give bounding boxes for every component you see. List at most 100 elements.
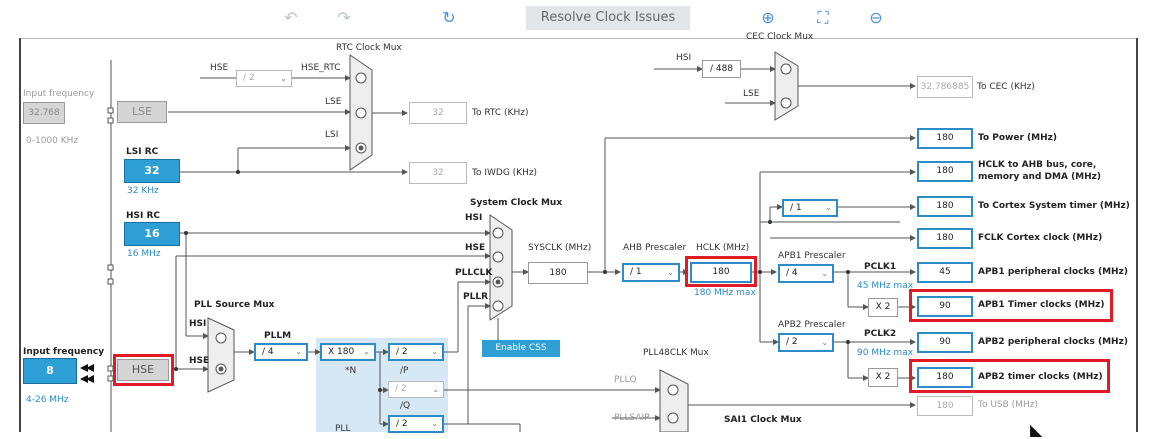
- sys-hse-label: HSE: [465, 243, 486, 253]
- cortex-timer-divider-select[interactable]: / 1⌄: [782, 199, 838, 217]
- ahb-prescaler-select[interactable]: / 1⌄: [622, 263, 680, 282]
- pll48-pllsaip-label: PLLSAIP: [614, 413, 650, 423]
- hsi-rc-value: 16: [124, 222, 180, 246]
- rtc-hse-label: HSE: [210, 63, 229, 73]
- sysclk-value: 180: [528, 262, 588, 284]
- sai1-clock-mux-label: SAI1 Clock Mux: [724, 415, 802, 425]
- system-clock-mux-label: System Clock Mux: [470, 198, 563, 208]
- pll-source-hsi-label: HSI: [189, 319, 207, 329]
- pll-source-mux-label: PLL Source Mux: [194, 300, 275, 310]
- lsi-rc-value: 32: [124, 159, 180, 183]
- apb2-prescaler-select[interactable]: / 2⌄: [778, 333, 834, 352]
- fit-icon[interactable]: ⛶: [817, 8, 829, 27]
- hclk-output-value: 180: [917, 161, 973, 182]
- pllq-label: /Q: [400, 401, 411, 411]
- apb2-timer-highlight: [909, 359, 1110, 393]
- apb1-prescaler-label: APB1 Prescaler: [778, 251, 846, 261]
- apb2-peripheral-output-value: 90: [917, 332, 973, 353]
- power-output-label: To Power (MHz): [978, 133, 1057, 143]
- plln-label: *N: [345, 366, 357, 376]
- plln-select[interactable]: X 180⌄: [320, 343, 376, 361]
- pclk2-label: PCLK2: [864, 329, 897, 339]
- cec-hsi-label: HSI: [676, 53, 692, 63]
- rtc-mux-label: RTC Clock Mux: [336, 43, 402, 53]
- enable-css-button[interactable]: Enable CSS: [482, 340, 560, 357]
- pllm-label: PLLM: [264, 331, 292, 341]
- hsi-rc-label: HSI RC: [126, 211, 161, 221]
- hse-range-label: 4-26 MHz: [26, 395, 69, 405]
- zoom-in-icon[interactable]: ⊕: [761, 8, 775, 27]
- pclk1-label: PCLK1: [864, 262, 897, 272]
- hclk-label: HCLK (MHz): [696, 243, 750, 253]
- sys-pllclk-label: PLLCLK: [455, 268, 493, 278]
- pllr-select[interactable]: / 2⌄: [388, 415, 444, 433]
- pllp-label: /P: [400, 366, 409, 376]
- fclk-output-value: 180: [917, 228, 973, 249]
- rtc-lsi-label: LSI: [325, 130, 339, 140]
- apb1-timer-output-value: 90: [917, 296, 973, 317]
- apb1-timer-multiplier: X 2: [868, 298, 898, 317]
- cec-divider: / 488: [702, 60, 741, 78]
- apb1-prescaler-select[interactable]: / 4⌄: [778, 264, 834, 283]
- rtc-output-value: 32: [409, 102, 467, 124]
- usb-output-label: To USB (MHz): [978, 400, 1038, 410]
- apb2-timer-output-label: APB2 timer clocks (MHz): [978, 372, 1103, 382]
- lse-input-frequency-field[interactable]: 32.768: [23, 102, 65, 124]
- hclk-highlight: [685, 256, 757, 287]
- refresh-icon[interactable]: ↻: [442, 8, 456, 27]
- sys-hsi-label: HSI: [465, 213, 483, 223]
- rtc-lse-label: LSE: [325, 97, 342, 107]
- sysclk-label: SYSCLK (MHz): [528, 243, 592, 253]
- hse-input-frequency-label: Input frequency: [23, 347, 105, 357]
- pclk1-max-label: 45 MHz max: [857, 281, 914, 291]
- iwdg-output-label: To IWDG (KHz): [472, 168, 538, 178]
- cec-lse-label: LSE: [743, 89, 760, 99]
- mouse-cursor-icon: ◣: [1030, 420, 1043, 439]
- cec-output-label: To CEC (KHz): [977, 82, 1035, 92]
- pllp-select[interactable]: / 2⌄: [388, 343, 444, 361]
- pllm-select[interactable]: / 4⌄: [254, 343, 308, 361]
- apb1-peripheral-output-value: 45: [917, 262, 973, 283]
- apb2-prescaler-label: APB2 Prescaler: [778, 320, 846, 330]
- apb1-timer-highlight: [909, 289, 1113, 322]
- rtc-output-label: To RTC (KHz): [472, 108, 529, 118]
- rtc-hse-divider-select[interactable]: / 2⌄: [236, 70, 292, 87]
- lse-oscillator[interactable]: LSE: [117, 101, 167, 123]
- pll48-pllq-label: PLLQ: [614, 375, 637, 385]
- hse-oscillator[interactable]: HSE: [117, 359, 169, 381]
- hclk-field[interactable]: 180: [690, 262, 752, 283]
- hsi-rc-unit: 16 MHz: [127, 249, 161, 259]
- undo-icon[interactable]: ↶: [284, 8, 298, 27]
- power-output-value: 180: [917, 128, 973, 149]
- iwdg-output-value: 32: [409, 162, 467, 184]
- zoom-out-icon[interactable]: ⊖: [869, 8, 883, 27]
- hclk-output-label-2: memory and DMA (MHz): [978, 172, 1102, 182]
- hse-highlight: [113, 354, 174, 386]
- hclk-output-label-1: HCLK to AHB bus, core,: [978, 160, 1097, 170]
- cec-mux-label: CEC Clock Mux: [746, 32, 814, 42]
- apb1-timer-output-label: APB1 Timer clocks (MHz): [978, 300, 1105, 310]
- sys-pllr-label: PLLR: [463, 292, 488, 302]
- pclk2-max-label: 90 MHz max: [857, 348, 914, 358]
- canvas-left-border: [19, 38, 21, 432]
- lsi-rc-label: LSI RC: [126, 147, 159, 157]
- rtc-hse-rtc-label: HSE_RTC: [301, 63, 341, 73]
- pllq-select[interactable]: / 2⌄: [388, 381, 444, 398]
- fclk-output-label: FCLK Cortex clock (MHz): [978, 233, 1103, 243]
- canvas-right-border: [1136, 38, 1138, 432]
- hse-input-frequency-field[interactable]: 8: [23, 358, 77, 384]
- usb-output-value: 180: [917, 396, 973, 416]
- lse-range-label: 0-1000 KHz: [26, 136, 79, 146]
- toolbar: ↶ ↷ ↻ Resolve Clock Issues ⊕ ⛶ ⊖: [0, 0, 1158, 36]
- lsi-rc-unit: 32 KHz: [127, 186, 159, 196]
- cortex-timer-output-value: 180: [917, 196, 973, 217]
- cortex-timer-output-label: To Cortex System timer (MHz): [978, 201, 1130, 211]
- redo-icon[interactable]: ↷: [337, 8, 351, 27]
- lse-input-frequency-label: Input frequency: [23, 89, 95, 99]
- pll-label: PLL: [335, 424, 351, 434]
- apb2-peripheral-output-label: APB2 peripheral clocks (MHz): [978, 337, 1128, 347]
- apb1-peripheral-output-label: APB1 peripheral clocks (MHz): [978, 267, 1128, 277]
- ahb-prescaler-label: AHB Prescaler: [623, 243, 687, 253]
- resolve-clock-issues-button[interactable]: Resolve Clock Issues: [526, 6, 690, 30]
